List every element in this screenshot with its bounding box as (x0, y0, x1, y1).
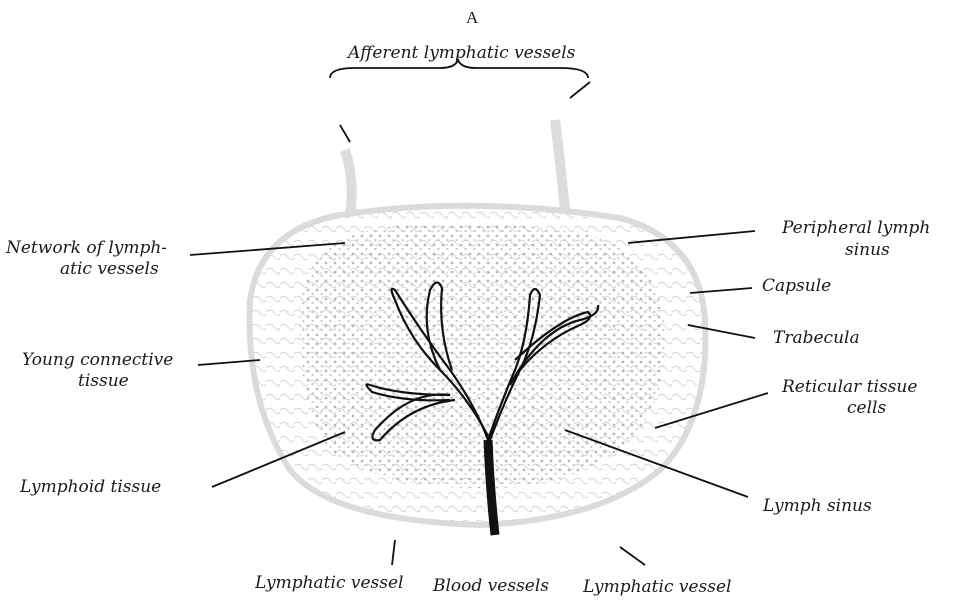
label-young-connective-line1: Young connective (22, 351, 173, 369)
label-young-connective-line2: tissue (78, 372, 129, 390)
label-capsule: Capsule (762, 277, 831, 295)
label-trabecula: Trabecula (773, 329, 860, 347)
label-network-lymphatic-line2: atic vessels (60, 260, 159, 278)
figure-letter: A (466, 8, 478, 28)
label-peripheral-sinus-line1: Peripheral lymph (782, 219, 930, 237)
label-peripheral-sinus-line2: sinus (845, 241, 890, 259)
label-reticular-tissue-line1: Reticular tissue (782, 378, 917, 396)
label-lymph-sinus: Lymph sinus (763, 497, 872, 515)
afferent-vessel-right (555, 120, 565, 210)
label-lymphoid-tissue: Lymphoid tissue (20, 478, 161, 496)
label-blood-vessels: Blood vessels (433, 577, 549, 595)
label-lymphatic-vessel-left: Lymphatic vessel (255, 574, 403, 592)
label-reticular-tissue-line2: cells (847, 399, 886, 417)
label-afferent-lymphatic-vessels: Afferent lymphatic vessels (348, 44, 575, 62)
afferent-vessel-left (345, 150, 352, 215)
lymphoid-tissue-area (299, 223, 665, 488)
label-lymphatic-vessel-right: Lymphatic vessel (583, 578, 731, 596)
label-network-lymphatic-line1: Network of lymph- (6, 239, 167, 257)
